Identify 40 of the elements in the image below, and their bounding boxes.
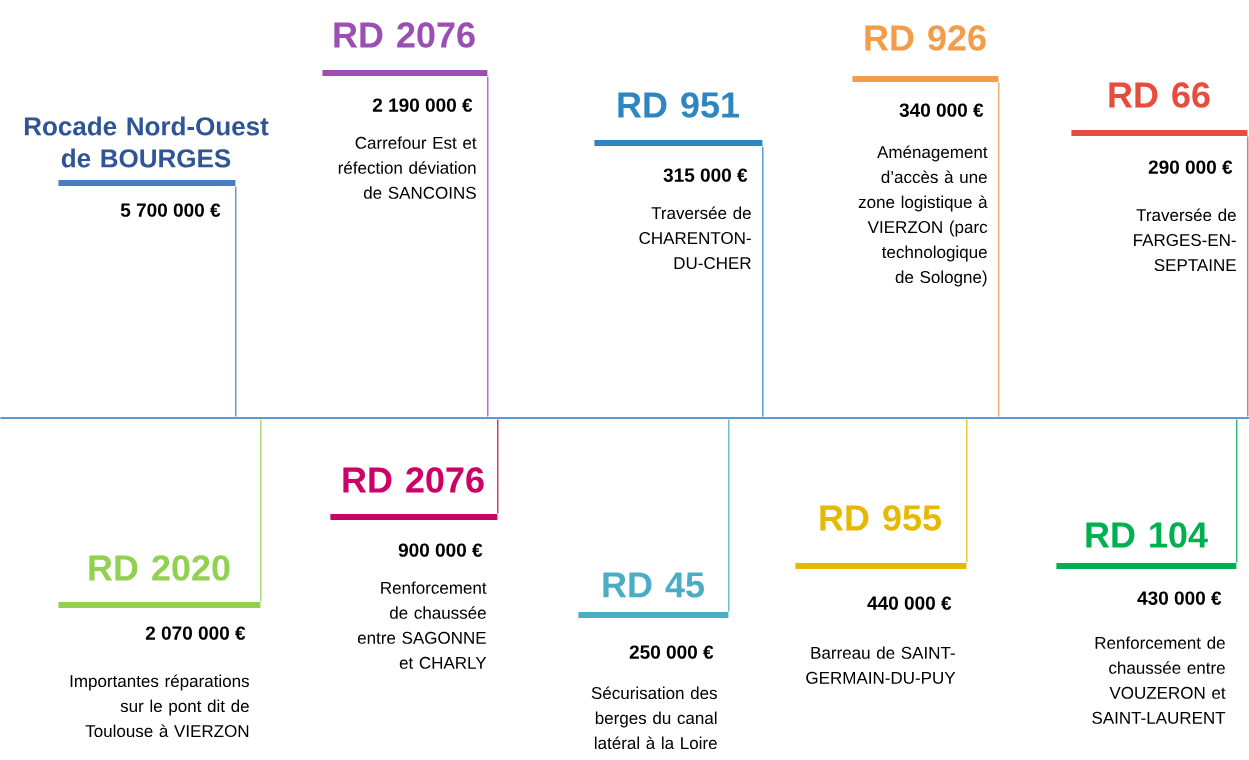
connector-line <box>728 418 730 613</box>
connector-line <box>497 418 499 515</box>
description-text: Barreau de SAINT-GERMAIN-DU-PUY <box>806 646 956 684</box>
road-title: RD 2020 <box>89 555 230 581</box>
connector-line <box>487 75 489 418</box>
amount-label: 340 000 € <box>899 103 984 117</box>
amount-label: 250 000 € <box>629 645 714 659</box>
connector-line <box>1236 418 1238 564</box>
road-title: RD 104 <box>1086 522 1208 548</box>
road-title: RD 66 <box>1109 82 1210 108</box>
road-title: RD 2076 <box>343 467 484 493</box>
amount-label: 430 000 € <box>1137 591 1222 605</box>
amount-label: 2 190 000 € <box>372 98 473 112</box>
description-text: Carrefour Est et réfection déviation de SANCOINS <box>338 136 477 199</box>
amount-label: 900 000 € <box>398 543 483 557</box>
description-text: Importantes réparations sur le pont dit de Toulouse à VIERZON <box>70 674 249 738</box>
description-text: Aménagement d’accès à une zone logistique à VIERZON (parc technologique de Sologne) <box>858 145 988 287</box>
connector-line <box>1247 135 1249 418</box>
road-title: RD 926 <box>865 25 986 51</box>
description-text: Traversée de CHARENTON-DU-CHER <box>639 206 751 270</box>
description-text: Traversée de FARGES-EN-SEPTAINE <box>1134 208 1236 272</box>
connector-line <box>998 81 1000 418</box>
amount-label: 2 070 000 € <box>145 626 246 640</box>
timeline-axis <box>0 417 1249 419</box>
connector-line <box>966 418 968 564</box>
road-title: Rocade Nord-Ouest de BOURGES <box>24 116 269 168</box>
description-text: Renforcement de chaussée entre SAGONNE et CHARLY <box>357 581 487 669</box>
amount-label: 290 000 € <box>1148 160 1233 174</box>
description-text: Sécurisation des berges du canal latéral à la Loire <box>591 686 717 750</box>
amount-label: 5 700 000 € <box>120 203 221 217</box>
connector-line <box>762 145 764 418</box>
connector-line <box>235 185 237 418</box>
road-title: RD 45 <box>603 572 704 598</box>
road-title: RD 2076 <box>334 22 475 48</box>
amount-label: 440 000 € <box>867 596 952 610</box>
connector-line <box>260 418 262 603</box>
road-title: RD 955 <box>820 505 941 531</box>
amount-label: 315 000 € <box>663 168 748 182</box>
road-title: RD 951 <box>618 92 739 118</box>
description-text: Renforcement de chaussée entre VOUZERON et SAINT-LAURENT <box>1092 636 1226 724</box>
